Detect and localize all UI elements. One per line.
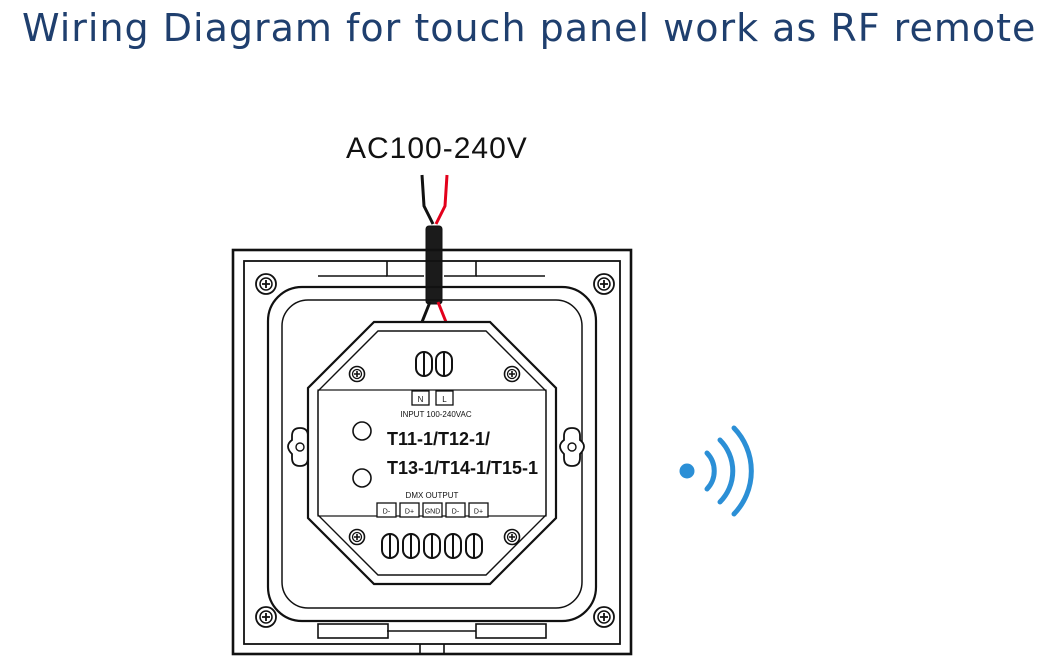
power-label: AC100-240V [346,132,528,165]
page-title: Wiring Diagram for touch panel work as R… [22,6,1037,50]
screw-icon [348,365,366,383]
live-wire [434,174,449,225]
terminal-screw-icon [423,533,441,559]
terminal-screw-icon [381,533,399,559]
input-wires [420,174,449,345]
terminal-screw-icon [415,351,433,377]
terminal-label-l: L [442,395,447,404]
screw-icon [503,365,521,383]
control-module [306,320,558,586]
rf-signal-icon [679,425,754,517]
indicator-led [352,421,372,441]
output-terminal-label: D+ [474,509,483,516]
indicator-led [352,468,372,488]
model-line-2: T13-1/T14-1/T15-1 [387,458,538,478]
screw-icon [348,528,366,546]
screw-icon [593,273,615,295]
neutral-wire [420,174,435,225]
screw-icon [255,273,277,295]
terminal-label-n: N [418,395,424,404]
cable-sheath [425,225,443,305]
model-line-1: T11-1/T12-1/ [387,429,490,449]
screw-icon [503,528,521,546]
terminal-screw-icon [435,351,453,377]
output-terminal-label: GND [425,509,441,516]
output-terminal-boxes [376,502,489,518]
output-terminal-label: D- [383,509,391,516]
terminal-screw-icon [444,533,462,559]
output-terminal-label: D+ [405,509,414,516]
terminal-screw-icon [465,533,483,559]
touch-panel-back [231,248,633,656]
output-label: DMX OUTPUT [406,491,459,500]
output-terminal-label: D- [452,509,460,516]
input-label: INPUT 100-240VAC [400,410,472,419]
screw-icon [255,606,277,628]
screw-icon [593,606,615,628]
terminal-screw-icon [402,533,420,559]
